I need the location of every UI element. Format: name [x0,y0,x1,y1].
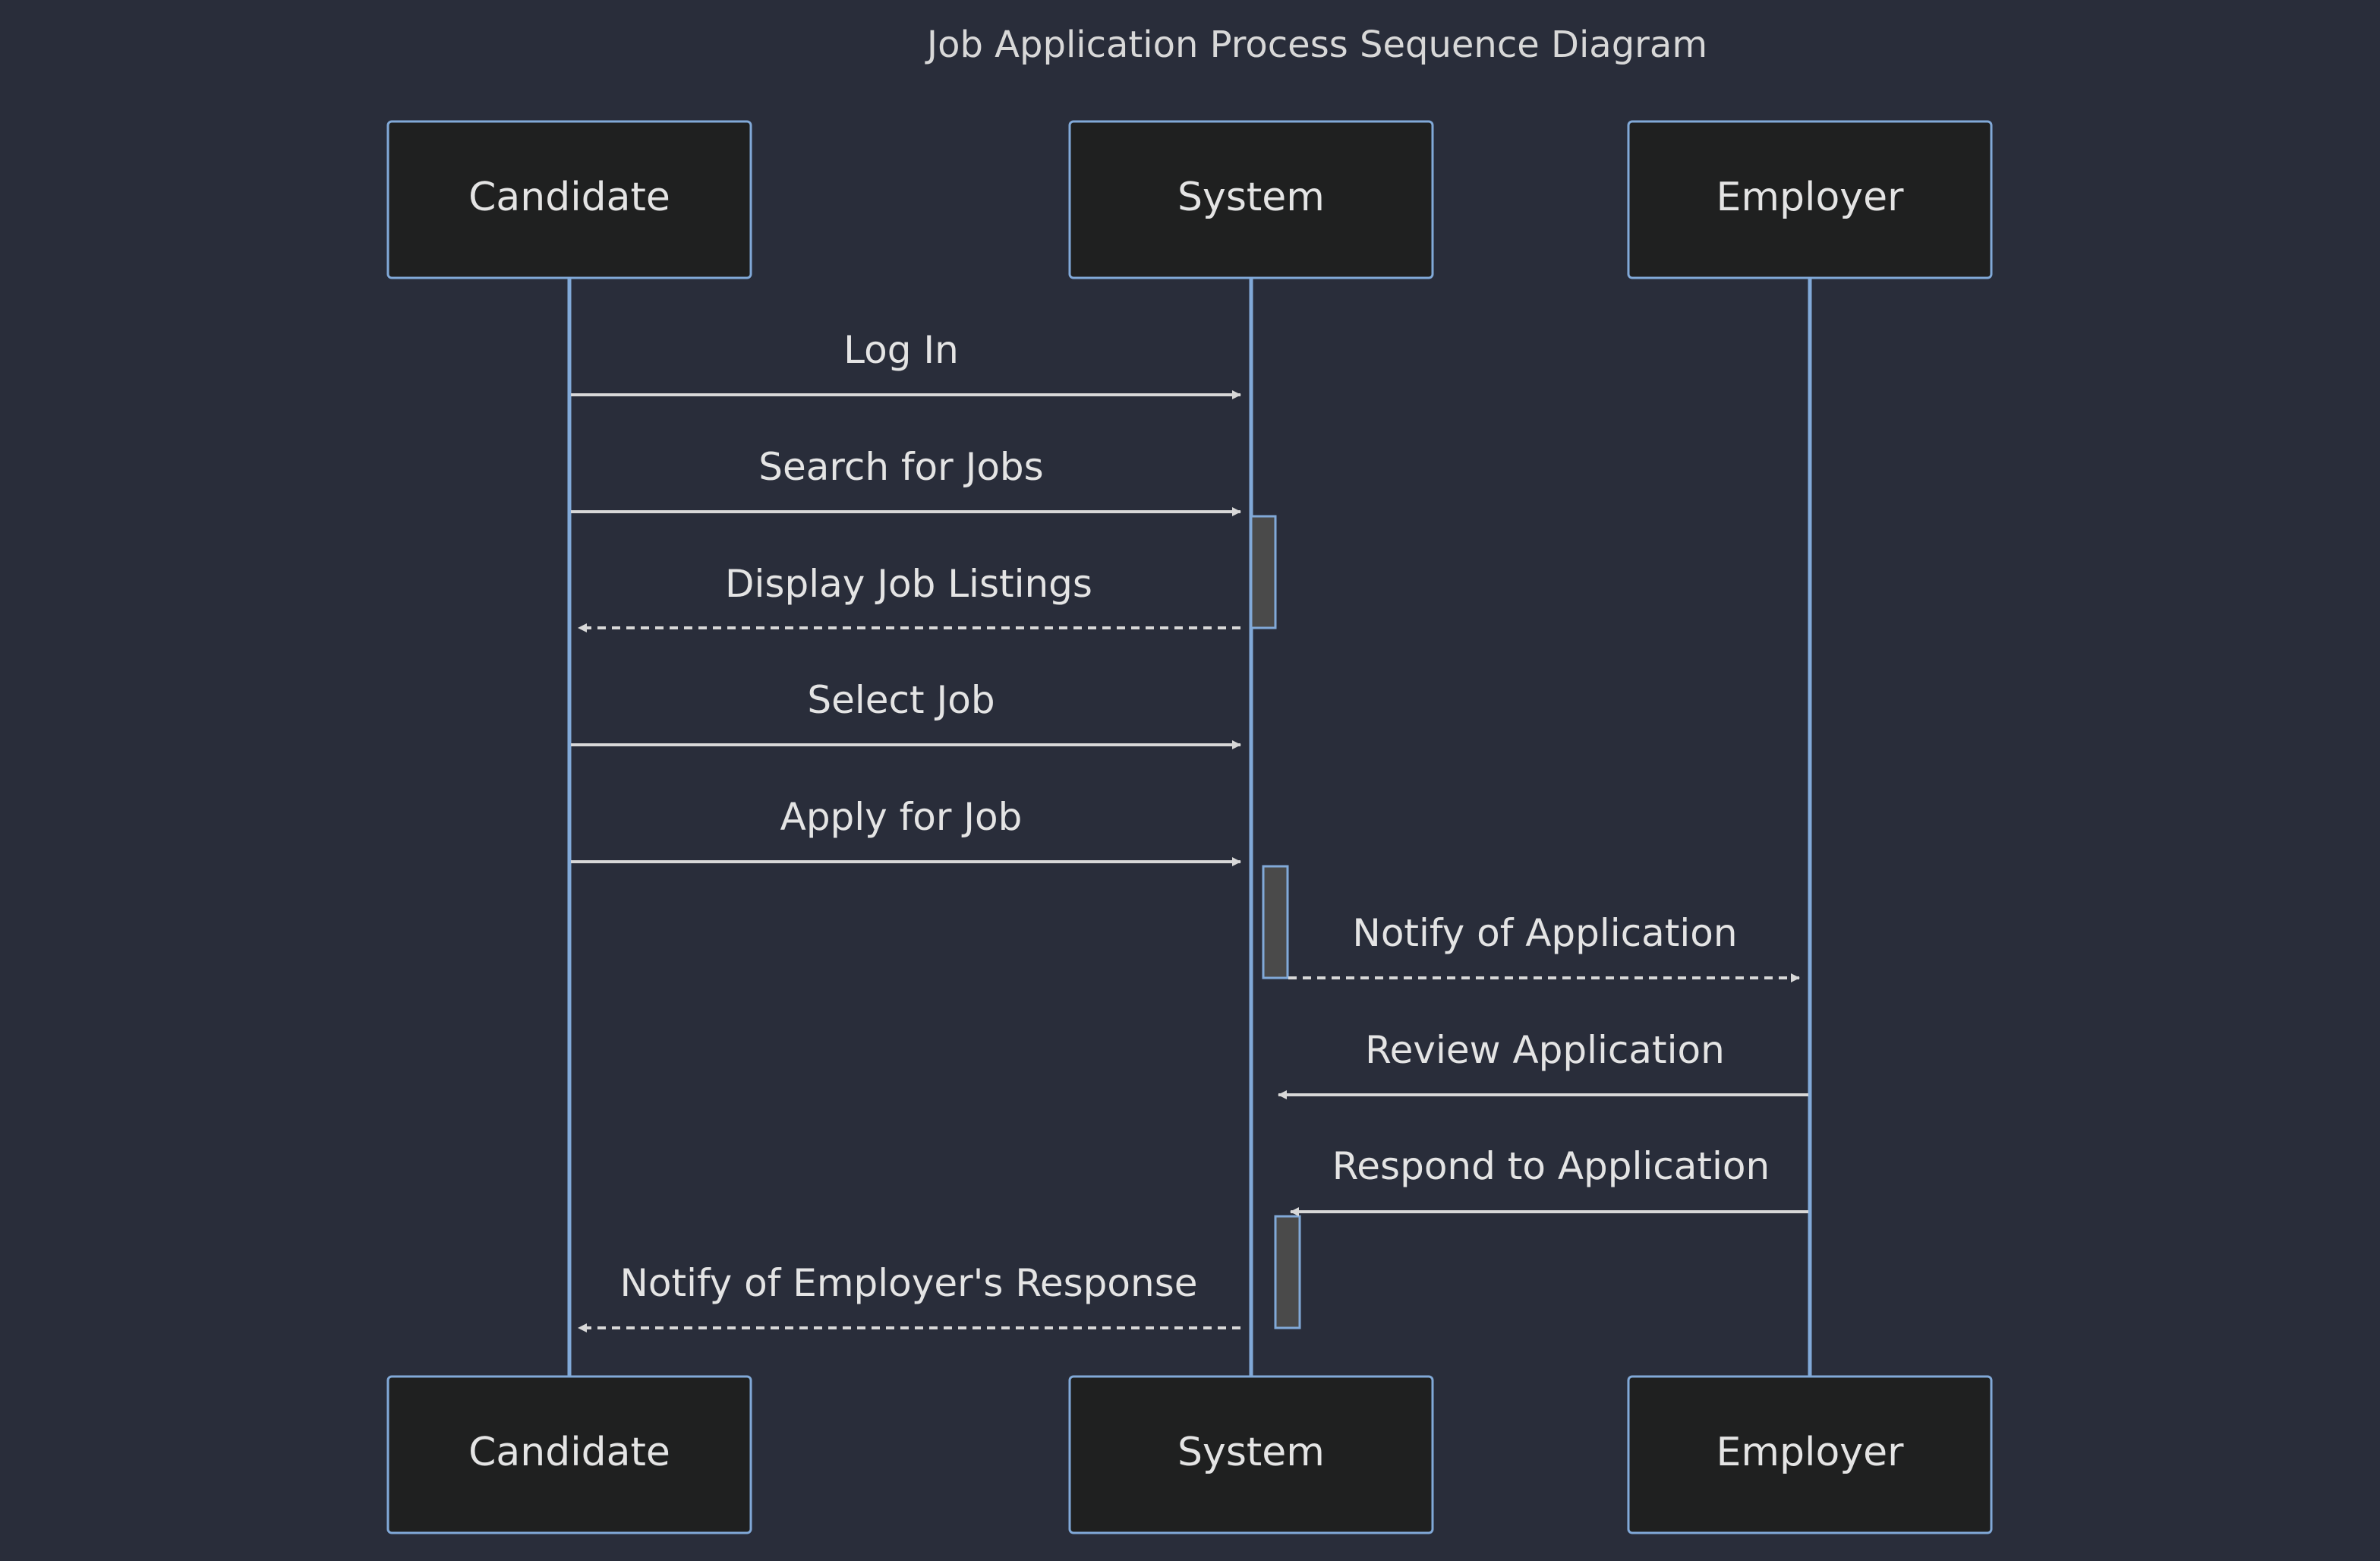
message-label: Search for Jobs [758,445,1043,489]
activation-bar-system-1 [1250,515,1277,629]
actor-employer-top: Employer [1627,120,1993,279]
message-label: Notify of Employer's Response [619,1261,1197,1305]
actor-label: System [1177,1430,1325,1475]
message-search-for-jobs: Search for Jobs [571,445,1241,516]
message-label: Notify of Application [1352,911,1737,955]
message-apply-for-job: Apply for Job [571,795,1241,866]
activation-bar-system-3 [1274,1215,1301,1329]
actor-label: Candidate [468,1430,670,1475]
message-log-in: Log In [571,328,1241,399]
message-notify-of-application: Notify of Application [1288,911,1800,982]
message-respond-to-application: Respond to Application [1290,1144,1808,1216]
diagram-title: Job Application Process Sequence Diagram [925,24,1707,66]
message-review-application: Review Application [1278,1028,1808,1099]
actor-system-top: System [1068,120,1434,279]
message-label: Select Job [807,678,995,722]
actor-system-bottom: System [1068,1375,1434,1534]
message-label: Display Job Listings [725,562,1092,606]
message-select-job: Select Job [571,678,1241,749]
actor-employer-bottom: Employer [1627,1375,1993,1534]
actor-label: System [1177,175,1325,220]
actor-label: Employer [1716,175,1905,220]
message-label: Apply for Job [780,795,1023,839]
activation-bar-system-2 [1262,865,1289,979]
message-label: Review Application [1365,1028,1725,1072]
message-display-job-listings: Display Job Listings [578,562,1240,632]
actor-label: Employer [1716,1430,1905,1475]
message-notify-of-employers-response: Notify of Employer's Response [578,1261,1240,1332]
actor-candidate-bottom: Candidate [386,1375,752,1534]
message-label: Log In [843,328,959,372]
actor-label: Candidate [468,175,670,220]
message-label: Respond to Application [1332,1144,1770,1188]
actor-candidate-top: Candidate [386,120,752,279]
